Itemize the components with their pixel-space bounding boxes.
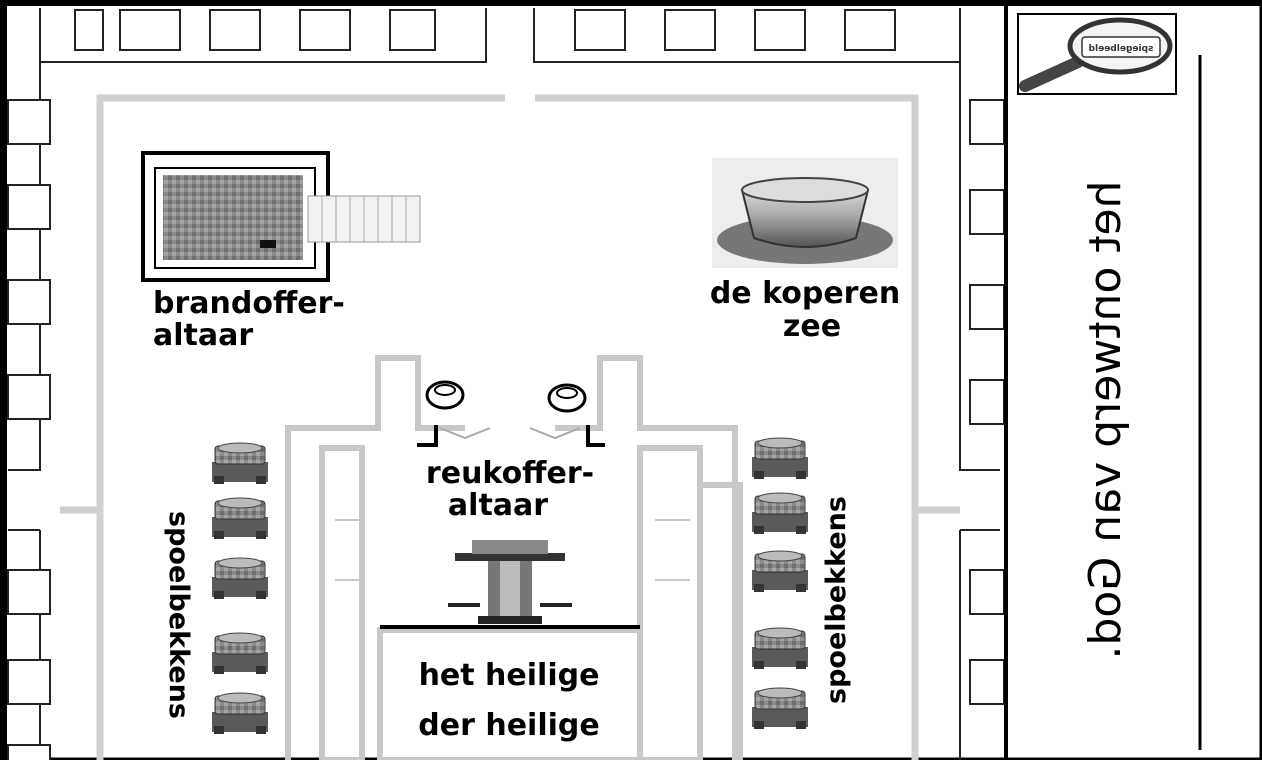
magnifier-icon: spiegelbeeld bbox=[1017, 13, 1177, 95]
chambers-left bbox=[7, 99, 51, 760]
incense-bowl-icon bbox=[425, 380, 587, 413]
label-spoelbekkens-right: spoelbekkens bbox=[821, 496, 852, 704]
label-reukofferaltaar-1: reukoffer- bbox=[426, 456, 594, 491]
label-koperen-zee-2: zee bbox=[783, 309, 841, 344]
badge-spiegelbeeld: spiegelbeeld bbox=[1089, 44, 1154, 54]
chambers-top bbox=[74, 9, 896, 51]
label-spoelbekkens-left: spoelbekkens bbox=[163, 511, 194, 719]
label-brandofferaltaar-1: brandoffer- bbox=[153, 286, 345, 321]
brandofferaltaar-icon bbox=[141, 151, 421, 282]
temple-building bbox=[285, 355, 743, 760]
label-heilige-2: der heilige bbox=[418, 708, 599, 743]
lampstand-icon bbox=[448, 540, 572, 624]
label-reukofferaltaar-2: altaar bbox=[448, 488, 548, 523]
basin-icon bbox=[712, 158, 898, 268]
label-heilige-1: het heilige bbox=[419, 658, 600, 693]
label-koperen-zee-1: de koperen bbox=[710, 276, 900, 311]
label-brandofferaltaar-2: altaar bbox=[153, 318, 253, 353]
altar-corners bbox=[417, 425, 605, 447]
side-title-mirrored: het ontwerp van God. bbox=[1080, 180, 1131, 659]
chambers-right bbox=[969, 99, 1005, 705]
inner-court-wall bbox=[60, 94, 960, 760]
